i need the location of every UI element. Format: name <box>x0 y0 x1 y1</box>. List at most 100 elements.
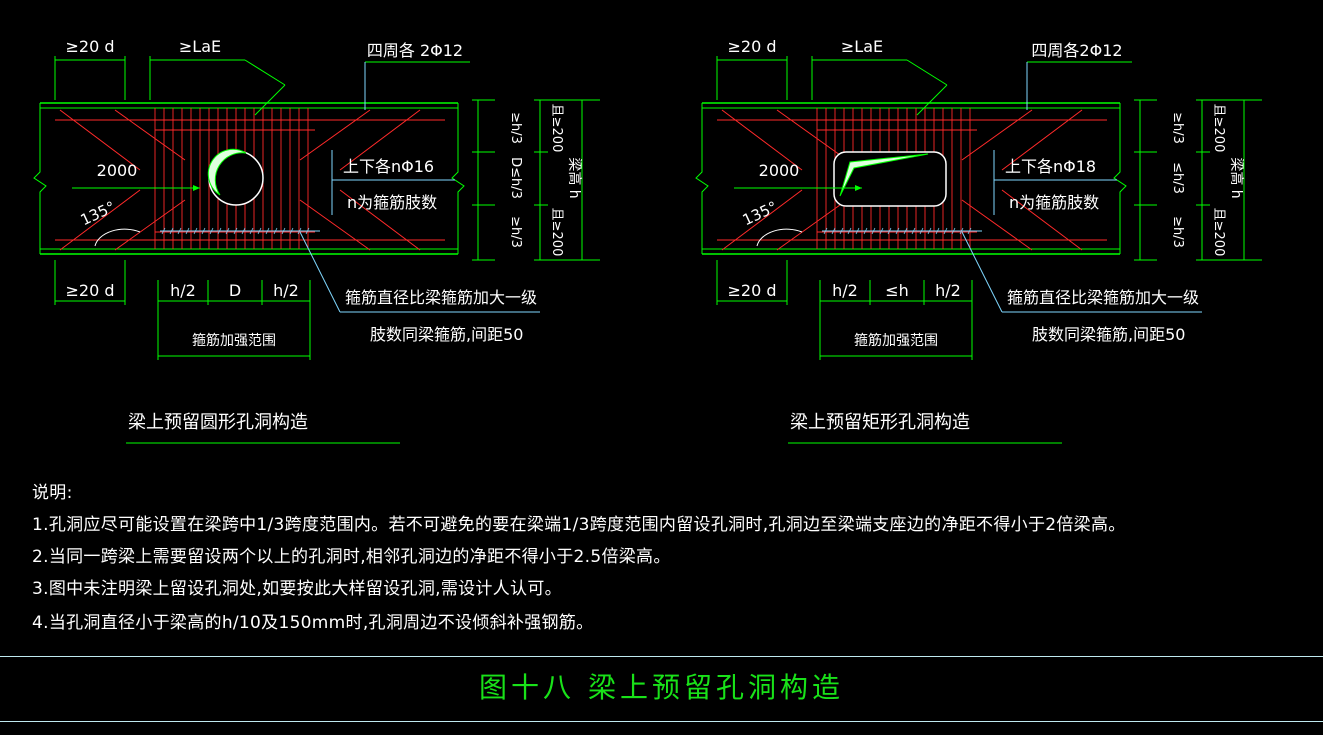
top-bottom-bars-label: 上下各nΦ16 <box>343 157 434 176</box>
span-label: 2000 <box>759 161 800 180</box>
right-total-bot-label: 且≥200 <box>1211 208 1226 257</box>
span-arrow <box>193 185 200 191</box>
stirrup-tick <box>257 227 262 235</box>
stirrup-note-2: 肢数同梁箍筋,间距50 <box>370 325 523 344</box>
dim-bottom-left-label: ≥20 d <box>65 281 114 300</box>
notes-heading: 说明: <box>32 483 73 503</box>
diagonal-rebar <box>299 109 371 161</box>
detail-caption: 梁上预留矩形孔洞构造 <box>790 412 970 433</box>
stirrup-tick <box>935 227 940 235</box>
note-item-3: 3.图中未注明梁上留设孔洞处,如要按此大样留设孔洞,需设计人认可。 <box>32 579 562 599</box>
leader-line <box>906 59 948 86</box>
dim-lae-label: ≥LaE <box>179 37 221 56</box>
diagonal-rebar <box>721 189 803 251</box>
stirrup-tick <box>241 227 246 235</box>
stirrup-tick <box>161 227 166 235</box>
stirrup-tick <box>305 227 310 235</box>
perimeter-bars-label: 四周各2Φ12 <box>1031 41 1122 60</box>
detail-caption: 梁上预留圆形孔洞构造 <box>128 412 308 433</box>
stirrup-tick <box>887 227 892 235</box>
dim-top-left-label: ≥20 d <box>727 37 776 56</box>
stirrup-tick <box>831 227 836 235</box>
angle-label: 135° <box>78 198 118 230</box>
stirrup-tick <box>847 227 852 235</box>
stirrup-tick <box>895 227 900 235</box>
stirrup-tick <box>911 227 916 235</box>
title-rule-bottom <box>0 721 1323 722</box>
diagonal-rebar <box>114 109 186 161</box>
stirrup-tick <box>169 227 174 235</box>
span-label: 2000 <box>97 161 138 180</box>
stirrup-tick <box>943 227 948 235</box>
stirrup-tick <box>265 227 270 235</box>
break-line-right <box>451 103 465 254</box>
break-line-right <box>1113 103 1127 254</box>
diagonal-rebar <box>961 199 1033 251</box>
stirrup-zone-label: 箍筋加强范围 <box>854 332 938 349</box>
stirrup-tick <box>839 227 844 235</box>
diagonal-rebar <box>59 109 141 171</box>
right-total-bot-label: 且≥200 <box>549 208 564 257</box>
stirrup-tick <box>951 227 956 235</box>
hole-highlight <box>839 153 929 197</box>
stirrup-note-2: 肢数同梁箍筋,间距50 <box>1032 325 1185 344</box>
angle-arc <box>94 228 141 247</box>
stirrup-tick <box>903 227 908 235</box>
stirrup-tick <box>297 227 302 235</box>
diagonal-rebar <box>961 109 1033 161</box>
diagonal-rebar <box>339 189 421 251</box>
right-total-top-label: 且≥200 <box>549 104 564 153</box>
perimeter-bars-label: 四周各 2Φ12 <box>367 41 463 60</box>
stirrup-tick <box>225 227 230 235</box>
break-line-left <box>695 103 709 254</box>
title-rule-top <box>0 656 1323 657</box>
note-item-2: 2.当同一跨梁上需要留设两个以上的孔洞时,相邻孔洞边的净距不得小于2.5倍梁高。 <box>32 547 671 567</box>
leader-line <box>244 59 286 86</box>
stirrup-tick <box>281 227 286 235</box>
stirrup-tick <box>919 227 924 235</box>
note-item-4: 4.当孔洞直径小于梁高的h/10及150mm时,孔洞周边不设倾斜补强钢筋。 <box>32 613 594 633</box>
leader-line <box>916 84 948 116</box>
stirrup-tick <box>193 227 198 235</box>
stirrup-tick <box>185 227 190 235</box>
diagonal-rebar <box>299 199 371 251</box>
diagonal-rebar <box>776 199 848 251</box>
break-line-left <box>33 103 47 254</box>
figure-title: 图十八 梁上预留孔洞构造 <box>479 671 844 704</box>
angle-arc <box>756 228 803 247</box>
dim-h-label: ≤h <box>885 281 909 300</box>
diagonal-rebar <box>1001 109 1083 171</box>
stirrup-tick <box>233 227 238 235</box>
hole-highlight <box>207 148 247 196</box>
diagonal-rebar <box>114 199 186 251</box>
right-dim-bot-label: ≥h/3 <box>508 216 523 248</box>
stirrup-tick <box>959 227 964 235</box>
stirrup-tick <box>177 227 182 235</box>
diagonal-rebar <box>721 109 803 171</box>
stirrup-note-1: 箍筋直径比梁箍筋加大一级 <box>1007 288 1199 307</box>
diagonal-rebar <box>776 109 848 161</box>
leader-line <box>299 231 341 313</box>
stirrup-tick <box>201 227 206 235</box>
n-note-label: n为箍筋肢数 <box>1009 193 1099 212</box>
dim-h2-right-label: h/2 <box>273 281 299 300</box>
stirrup-tick <box>967 227 972 235</box>
right-dim-top-label: ≥h/3 <box>508 112 523 144</box>
stirrup-tick <box>217 227 222 235</box>
stirrup-tick <box>249 227 254 235</box>
dim-h2-left-label: h/2 <box>170 281 196 300</box>
stirrup-tick <box>273 227 278 235</box>
span-arrow <box>855 185 862 191</box>
right-dim-mid-label: D≤h/3 <box>508 157 523 199</box>
dim-lae-label: ≥LaE <box>841 37 883 56</box>
leader-line <box>254 84 286 116</box>
diagonal-rebar <box>59 189 141 251</box>
diagonal-rebar <box>1001 189 1083 251</box>
stirrup-tick <box>209 227 214 235</box>
right-dim-mid-label: ≤h/3 <box>1170 162 1185 194</box>
stirrup-tick <box>871 227 876 235</box>
stirrup-tick <box>823 227 828 235</box>
dim-h2-left-label: h/2 <box>832 281 858 300</box>
stirrup-tick <box>879 227 884 235</box>
